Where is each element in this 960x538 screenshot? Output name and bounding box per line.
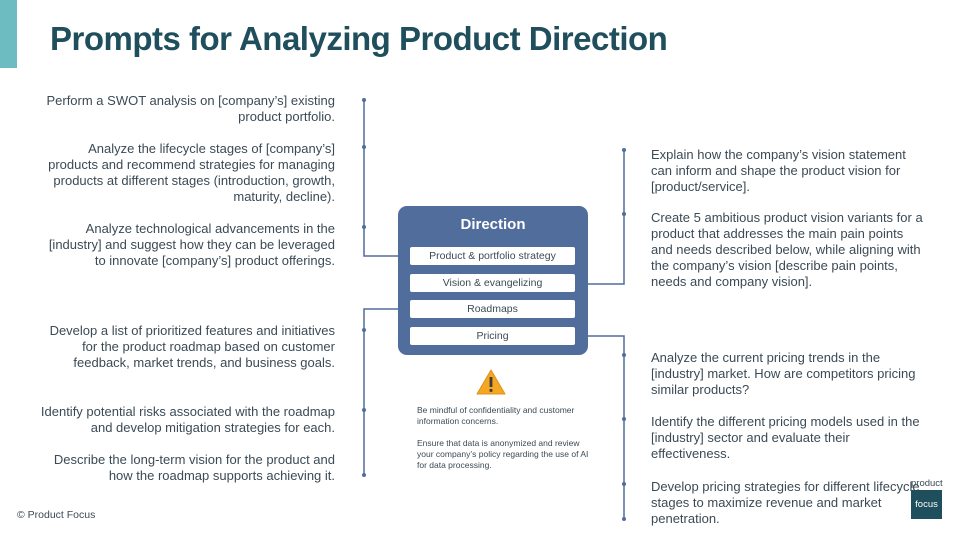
note-anonymize: Ensure that data is anonymized and revie… xyxy=(417,438,589,470)
warning-icon xyxy=(476,369,506,395)
prompt-pricing-models: Identify the different pricing models us… xyxy=(651,414,920,461)
accent-bar xyxy=(0,0,17,68)
prompt-swot: Perform a SWOT analysis on [company’s] e… xyxy=(46,93,335,124)
page-title: Prompts for Analyzing Product Direction xyxy=(50,20,668,57)
prompt-long-term-vision: Describe the long-term vision for the pr… xyxy=(53,452,335,483)
prompt-pricing-trends: Analyze the current pricing trends in th… xyxy=(651,350,916,397)
prompt-vision-variants: Create 5 ambitious product vision varian… xyxy=(651,210,923,289)
direction-box: Direction Product & portfolio strategy V… xyxy=(398,206,588,355)
pill-pricing: Pricing xyxy=(410,327,575,345)
prompt-lifecycle: Analyze the lifecycle stages of [company… xyxy=(48,141,335,204)
logo-box: focus xyxy=(911,490,942,519)
prompt-technology: Analyze technological advancements in th… xyxy=(48,221,335,268)
logo-word: product xyxy=(911,478,943,489)
pill-roadmaps: Roadmaps xyxy=(410,300,575,318)
direction-title: Direction xyxy=(460,216,526,233)
prompt-roadmap-risks: Identify potential risks associated with… xyxy=(40,404,335,435)
prompt-vision-statement: Explain how the company’s vision stateme… xyxy=(651,147,906,194)
note-confidentiality: Be mindful of confidentiality and custom… xyxy=(417,405,575,426)
prompt-roadmap-features: Develop a list of prioritized features a… xyxy=(49,323,335,370)
copyright: © Product Focus xyxy=(17,509,96,521)
pill-product-portfolio-strategy: Product & portfolio strategy xyxy=(410,247,575,265)
prompt-pricing-strategies: Develop pricing strategies for different… xyxy=(651,479,920,526)
pill-vision-evangelizing: Vision & evangelizing xyxy=(410,274,575,292)
